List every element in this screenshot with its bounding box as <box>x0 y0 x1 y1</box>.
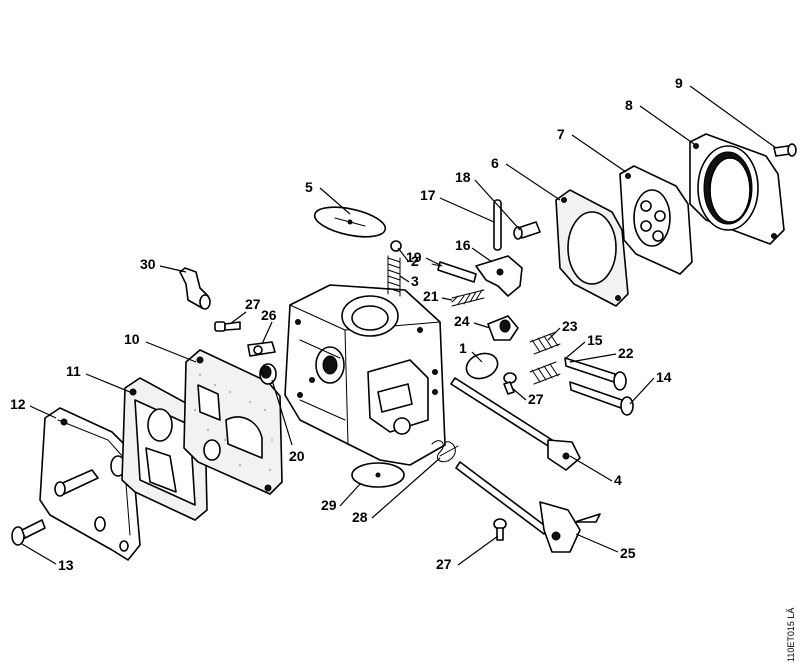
callout-26: 26 <box>261 307 277 323</box>
carburetor-body <box>284 284 446 466</box>
leader-lines <box>21 85 777 566</box>
callout-3: 3 <box>411 273 419 289</box>
plug <box>259 363 277 385</box>
leader-1 <box>471 351 483 363</box>
choke-spring <box>431 440 459 463</box>
leader-13 <box>21 543 57 565</box>
leader-23 <box>547 327 561 341</box>
housing-screw <box>773 143 797 157</box>
leader-14 <box>629 377 655 405</box>
adjusting-screw-lower <box>569 381 634 416</box>
leader-20 <box>271 379 293 446</box>
callout-17: 17 <box>420 187 436 203</box>
callout-15: 15 <box>587 332 603 348</box>
choke-disc <box>351 462 405 488</box>
callout-27c: 27 <box>436 556 452 572</box>
throttle-plate <box>465 352 499 380</box>
leader-18 <box>474 179 521 231</box>
cover-screw <box>11 519 46 546</box>
callout-6: 6 <box>491 155 499 171</box>
choke-shaft <box>455 461 601 553</box>
leader-3 <box>399 275 410 283</box>
leader-30 <box>159 265 187 273</box>
callout-22: 22 <box>618 345 634 361</box>
callout-21: 21 <box>423 288 439 304</box>
callout-20: 20 <box>289 448 305 464</box>
disc-valve <box>313 206 387 238</box>
leader-11 <box>85 373 131 393</box>
leader-7 <box>571 134 627 173</box>
leader-29 <box>339 483 361 507</box>
leader-12 <box>29 405 57 419</box>
needle <box>431 261 477 283</box>
leader-17 <box>439 197 495 223</box>
callout-25: 25 <box>620 545 636 561</box>
clip <box>247 341 276 357</box>
throttle-shaft <box>450 377 581 471</box>
screw-bottom <box>493 518 507 541</box>
callout-29: 29 <box>321 497 337 513</box>
leader-27c <box>457 535 499 566</box>
leader-15 <box>565 341 586 359</box>
drawing-code: 110ET015 LÄ <box>786 608 796 662</box>
callout-4: 4 <box>614 472 622 488</box>
pump-diaphragm <box>619 165 693 275</box>
leader-19 <box>425 257 443 267</box>
lever-screw <box>513 221 541 240</box>
adjusting-springs <box>529 331 561 385</box>
leader-10 <box>145 341 197 363</box>
leader-27a <box>229 311 247 325</box>
callout-18: 18 <box>455 169 471 185</box>
leader-6 <box>505 163 561 201</box>
screw-right <box>503 372 517 395</box>
callout-7: 7 <box>557 126 565 142</box>
callout-23: 23 <box>562 318 578 334</box>
callout-16: 16 <box>455 237 471 253</box>
leader-25 <box>575 533 619 553</box>
adjusting-screw-upper <box>564 357 627 391</box>
callout-2: 2 <box>411 253 419 269</box>
leader-5 <box>319 187 351 215</box>
leader-9 <box>689 85 777 149</box>
leader-2 <box>397 247 410 263</box>
callout-27b: 27 <box>528 391 544 407</box>
screw-upper-left <box>214 321 241 332</box>
leader-16 <box>471 247 493 263</box>
callout-8: 8 <box>625 97 633 113</box>
callout-14: 14 <box>656 369 672 385</box>
leader-28 <box>371 457 441 519</box>
lever <box>475 255 523 297</box>
leader-27b <box>511 387 527 401</box>
callout-27a: 27 <box>245 296 261 312</box>
callout-13: 13 <box>58 557 74 573</box>
callout-5: 5 <box>305 179 313 195</box>
pump-gasket <box>555 189 629 307</box>
bushing <box>487 315 519 341</box>
leader-24 <box>473 322 491 329</box>
leader-22 <box>569 353 617 363</box>
spring-vertical <box>387 255 401 297</box>
spring-horizontal <box>451 289 485 307</box>
leader-8 <box>639 105 695 145</box>
callout-1: 1 <box>459 340 467 356</box>
callout-28: 28 <box>352 509 368 525</box>
elbow-fitting <box>179 267 211 310</box>
callout-30: 30 <box>140 256 156 272</box>
callout-labels: 1 2 3 4 5 6 7 8 9 10 11 12 13 14 15 16 1… <box>10 75 683 573</box>
callout-12: 12 <box>10 396 26 412</box>
leader-26 <box>261 321 273 345</box>
callout-11: 11 <box>66 363 81 379</box>
callout-9: 9 <box>675 75 683 91</box>
pin <box>493 199 502 251</box>
pump-housing <box>689 133 785 245</box>
callout-24: 24 <box>454 313 470 329</box>
metering-plate <box>183 349 283 495</box>
callout-10: 10 <box>124 331 140 347</box>
leader-4 <box>569 455 613 482</box>
leader-21 <box>441 297 453 301</box>
callout-19: 19 <box>406 249 422 265</box>
cover-plate <box>39 407 141 561</box>
